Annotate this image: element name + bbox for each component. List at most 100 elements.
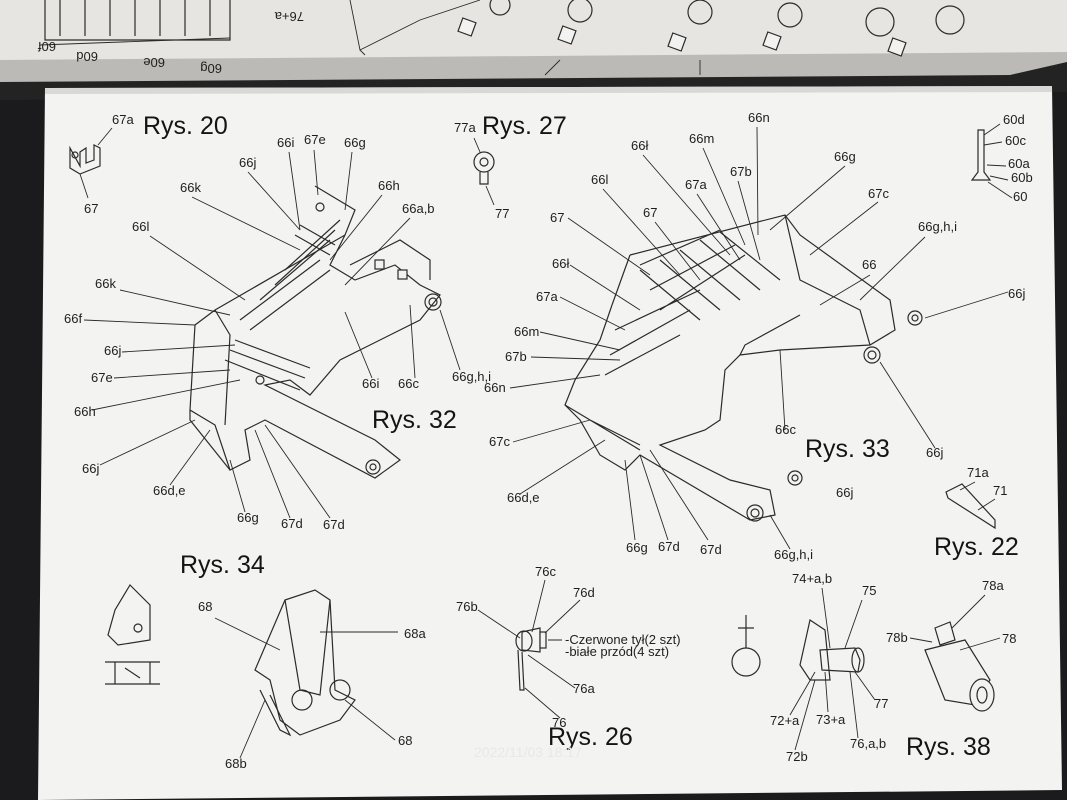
- part-label: 66m: [689, 131, 714, 146]
- figure-title: Rys. 22: [934, 533, 1019, 561]
- part-label: 67a: [536, 289, 558, 304]
- part-label: 72b: [786, 749, 808, 764]
- part-label: 60a: [1008, 156, 1030, 171]
- part-label: 67e: [304, 132, 326, 147]
- part-label: 78a: [982, 578, 1004, 593]
- part-label: 67d: [700, 542, 722, 557]
- part-label: 66k: [95, 276, 116, 291]
- part-label: 72+a: [770, 713, 800, 728]
- prev-label-60g: 60g: [200, 61, 222, 76]
- part-label: 67a: [685, 177, 707, 192]
- figure-rys-27: Rys. 27 77a 77: [454, 112, 567, 221]
- part-label: 76a: [573, 681, 595, 696]
- part-label: 68b: [225, 756, 247, 771]
- part-label: 76c: [535, 564, 556, 579]
- part-label: 66l: [591, 172, 608, 187]
- part-label: 66g: [834, 149, 856, 164]
- part-label: 71a: [967, 465, 989, 480]
- part-label: 66h: [74, 404, 96, 419]
- part-label: 77: [874, 696, 888, 711]
- figure-part-74-75: 74+a,b 75 72+a 73+a 77 72b 76,a,b: [731, 571, 888, 764]
- part-label: 67e: [91, 370, 113, 385]
- part-label: 77: [495, 206, 509, 221]
- part-label: 66c: [398, 376, 419, 391]
- part-label: 60: [1013, 189, 1027, 204]
- figure-rys-20: Rys. 20 67a 67: [69, 112, 228, 216]
- part-label: 60b: [1011, 170, 1033, 185]
- part-label: 66f: [64, 311, 82, 326]
- part-label: 73+a: [816, 712, 846, 727]
- figure-rys-38: Rys. 38 78a 78b 78: [886, 578, 1016, 761]
- part-label: 66a,b: [402, 201, 435, 216]
- figure-title: Rys. 34: [180, 551, 265, 579]
- part-label: 66ł: [552, 256, 569, 271]
- part-label: 66j: [82, 461, 99, 476]
- part-label: 66d,e: [507, 490, 540, 505]
- part-label: 66i: [362, 376, 379, 391]
- figure-rys-26: Rys. 26 76c 76d 76b 76a 76 -Czerwone tył…: [456, 564, 681, 751]
- part-label: 66j: [104, 343, 121, 358]
- photo-timestamp: 2022/11/03 18:17: [474, 744, 582, 760]
- previous-page-drawings: 60f 60d 60e 60g 76+a: [38, 0, 965, 76]
- color-note-line-2: -białe przód(4 szt): [565, 644, 669, 659]
- part-label: 67c: [489, 434, 510, 449]
- figure-title: Rys. 33: [805, 435, 890, 463]
- figure-title: Rys. 32: [372, 406, 457, 434]
- page-top-edge: [45, 86, 1052, 94]
- color-note-line-1: -Czerwone tył(2 szt): [565, 632, 681, 647]
- part-label: 66g,h,i: [774, 547, 813, 562]
- part-label: 66g,h,i: [452, 369, 491, 384]
- prev-label-76a: 76+a: [274, 9, 304, 24]
- part-label: 66j: [926, 445, 943, 460]
- part-label: 75: [862, 583, 876, 598]
- part-label: 77a: [454, 120, 476, 135]
- part-label: 76b: [456, 599, 478, 614]
- part-label: 66: [862, 257, 876, 272]
- part-label: 68: [398, 733, 412, 748]
- part-label: 68a: [404, 626, 426, 641]
- figure-title: Rys. 20: [143, 112, 228, 140]
- part-label: 66g: [237, 510, 259, 525]
- part-label: 67: [643, 205, 657, 220]
- part-label: 67b: [505, 349, 527, 364]
- part-label: 76,a,b: [850, 736, 886, 751]
- part-label: 66j: [239, 155, 256, 170]
- part-label: 67: [550, 210, 564, 225]
- figure-rys-34: Rys. 34 68 68a 68 68b: [105, 551, 426, 771]
- part-label: 66m: [514, 324, 539, 339]
- part-label: 66j: [836, 485, 853, 500]
- part-label: 76d: [573, 585, 595, 600]
- part-label: 67c: [868, 186, 889, 201]
- part-label: 60d: [1003, 112, 1025, 127]
- part-label: 66h: [378, 178, 400, 193]
- prev-label-60d: 60d: [76, 49, 98, 64]
- part-label: 60c: [1005, 133, 1026, 148]
- part-label: 67: [84, 201, 98, 216]
- part-label: 66c: [775, 422, 796, 437]
- part-label: 66i: [277, 135, 294, 150]
- figure-rys-32: Rys. 32 66i 67e 66g 66j 66h 66k 66a,b 66…: [64, 132, 491, 532]
- part-label: 66ł: [631, 138, 648, 153]
- figure-rys-22: Rys. 22 71a 71: [934, 465, 1019, 561]
- part-label: 66d,e: [153, 483, 186, 498]
- figure-part-60: 60d 60c 60a 60b 60: [970, 112, 1033, 204]
- part-label: 66g: [344, 135, 366, 150]
- figure-title: Rys. 38: [906, 733, 991, 761]
- part-label: 66l: [132, 219, 149, 234]
- part-label: 76: [552, 715, 566, 730]
- part-label: 78: [1002, 631, 1016, 646]
- part-label: 71: [993, 483, 1007, 498]
- part-label: 66k: [180, 180, 201, 195]
- part-label: 66j: [1008, 286, 1025, 301]
- part-label: 66n: [484, 380, 506, 395]
- part-label: 74+a,b: [792, 571, 832, 586]
- part-label: 67d: [658, 539, 680, 554]
- prev-label-60f: 60f: [38, 39, 56, 54]
- figure-title: Rys. 26: [548, 723, 633, 751]
- figure-title: Rys. 27: [482, 112, 567, 140]
- part-label: 66g,h,i: [918, 219, 957, 234]
- part-label: 67a: [112, 112, 134, 127]
- part-label: 78b: [886, 630, 908, 645]
- prev-label-60e: 60e: [143, 55, 165, 70]
